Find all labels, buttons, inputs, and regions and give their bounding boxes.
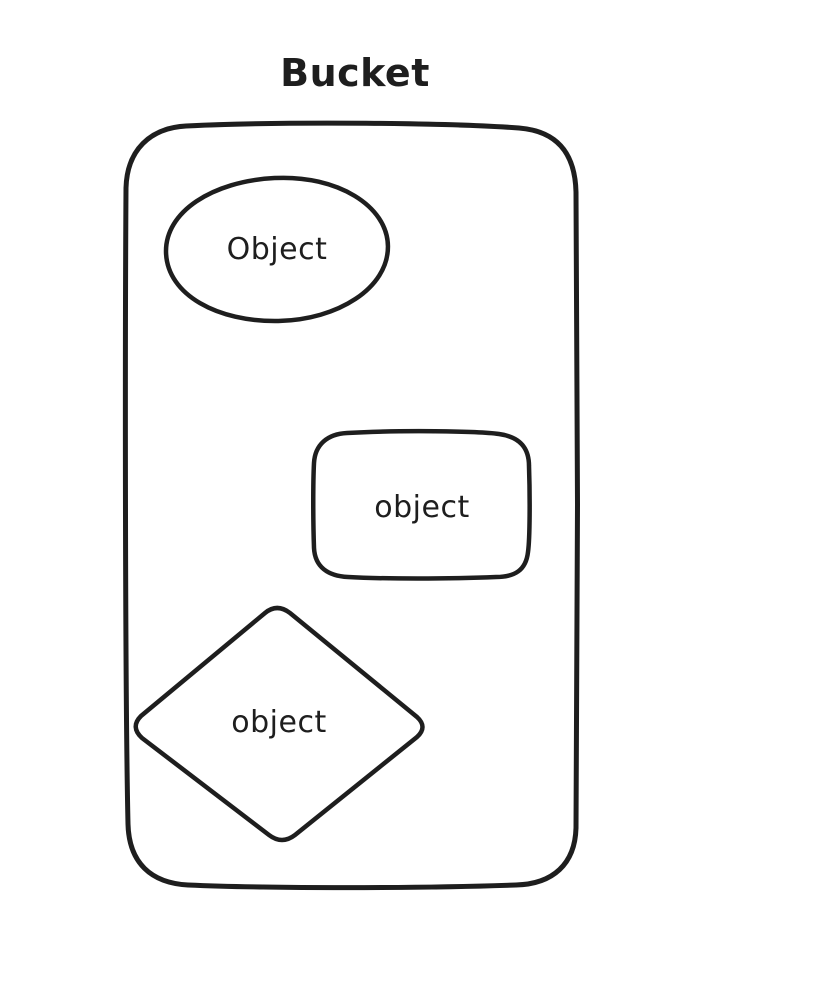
object-ellipse-label: Object [227,232,328,267]
bucket-container-shape [122,120,580,891]
object-rect-shape [311,428,532,581]
object-ellipse-shape [163,175,391,324]
object-rect-label: object [374,490,469,525]
object-ellipse-node [163,175,391,324]
diagram-title: Bucket [280,51,430,95]
object-diamond-label: object [231,705,326,740]
object-diamond-shape [133,605,425,843]
